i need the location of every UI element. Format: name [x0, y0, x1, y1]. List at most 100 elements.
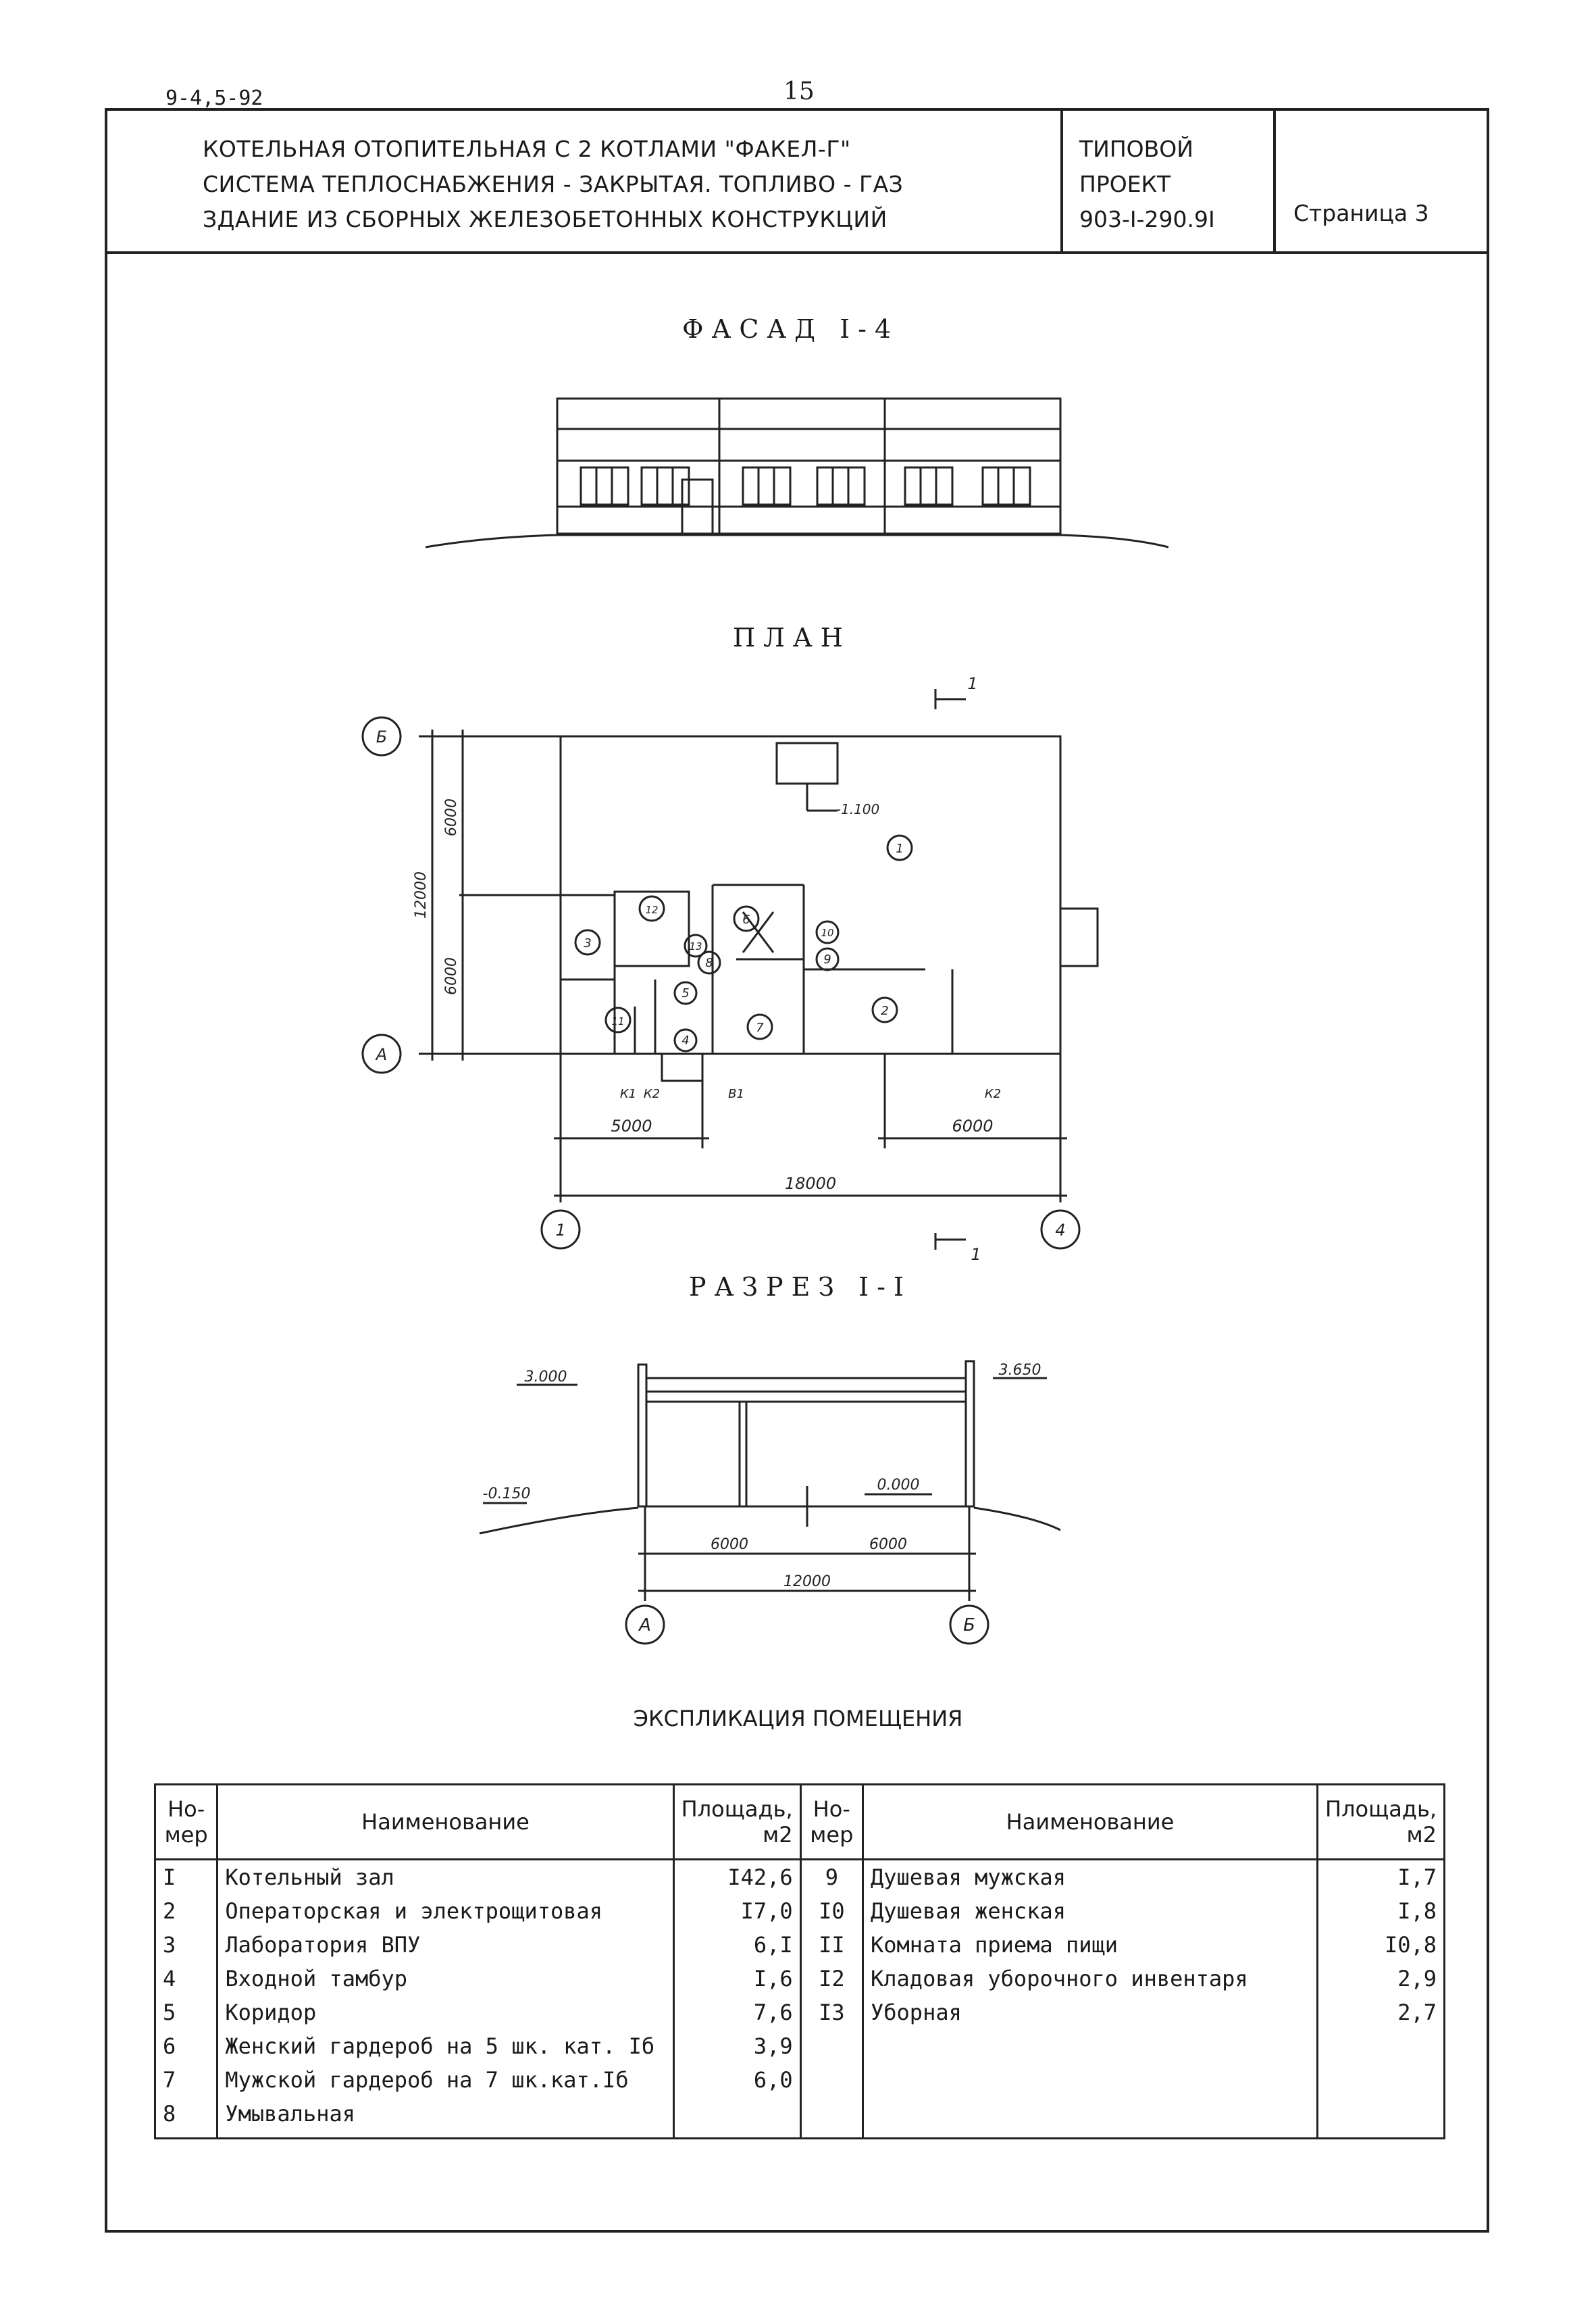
- row-num: 2: [153, 1894, 219, 1928]
- row-area: 6,0: [672, 2063, 802, 2097]
- row-num: I: [153, 1859, 219, 1894]
- plan-drawing: Б А 1 4 1 1 5000 6000 18000 -1.100 К1 К2…: [361, 674, 1099, 1264]
- row-area-2: I0,8: [1316, 1928, 1446, 1962]
- row-num: 3: [153, 1928, 219, 1962]
- row-num-2: I3: [799, 1996, 865, 2029]
- facade-title: ФАСАД I-4: [682, 314, 900, 344]
- room-5: 5: [681, 986, 689, 1000]
- section-drawing: 3.000 3.650 -0.150 0.000 6000 6000 12000…: [479, 1360, 1061, 1645]
- row-area-2: 2,7: [1316, 1996, 1446, 2029]
- level-3000: 3.000: [525, 1369, 567, 1386]
- axis-4-label: 4: [1055, 1221, 1065, 1240]
- row-name: Женский гардероб на 5 шк. кат. Iб: [216, 2029, 675, 2063]
- row-name-2: Уборная: [862, 1996, 1318, 2029]
- row-name: Умывальная: [216, 2097, 675, 2139]
- row-name-2: Кладовая уборочного инвентаря: [862, 1962, 1318, 1996]
- header-area-2: Площадь, м2: [1316, 1783, 1446, 1860]
- row-num: 7: [153, 2063, 219, 2097]
- row-name-2: Душевая женская: [862, 1894, 1318, 1928]
- row-name: Лаборатория ВПУ: [216, 1928, 675, 1962]
- sheet-label: Страница 3: [1293, 200, 1429, 226]
- row-area-2: I,7: [1316, 1859, 1446, 1894]
- row-area: [672, 2097, 802, 2139]
- room-2: 2: [881, 1004, 888, 1018]
- room-12: 12: [645, 904, 658, 916]
- k2-left-label: К2: [644, 1087, 660, 1101]
- room-7: 7: [756, 1021, 764, 1035]
- title-divider-1: [1060, 111, 1063, 254]
- k2-right-label: К2: [985, 1087, 1001, 1101]
- row-num-2: I2: [799, 1962, 865, 1996]
- row-num: 4: [153, 1962, 219, 1996]
- level-floor: 0.000: [877, 1477, 920, 1494]
- row-name: Котельный зал: [216, 1859, 675, 1894]
- header-name: Наименование: [216, 1783, 675, 1860]
- dim-18000: 18000: [785, 1174, 836, 1193]
- table-header-row: Но-мер Наименование Площадь, м2 Но-мер Н…: [153, 1783, 1446, 1860]
- project-line-2: ПРОЕКТ: [1079, 171, 1171, 197]
- row-area: 6,I: [672, 1928, 802, 1962]
- row-num-2: II: [799, 1928, 865, 1962]
- section-dim-total: 12000: [783, 1573, 831, 1590]
- row-num-2: I0: [799, 1894, 865, 1928]
- sheet-frame: [105, 108, 1489, 2233]
- dim-6000-top: 6000: [443, 798, 460, 836]
- section-axis-a: А: [638, 1615, 651, 1635]
- row-name: Коридор: [216, 1996, 675, 2029]
- row-name-2: Душевая мужская: [862, 1859, 1318, 1894]
- section-mark-bottom: 1: [971, 1245, 981, 1264]
- room-1: 1: [896, 842, 903, 856]
- axis-1-label: 1: [555, 1221, 565, 1240]
- project-id: ТИПОВОЙ ПРОЕКТ 903-I-290.9I: [1079, 132, 1215, 237]
- room-6: 6: [742, 913, 750, 927]
- dim-6000-bottom: 6000: [443, 957, 460, 995]
- row-area: 3,9: [672, 2029, 802, 2063]
- room-explication-table: Но-мер Наименование Площадь, м2 Но-мер Н…: [153, 1783, 1446, 2139]
- room-3: 3: [584, 936, 591, 950]
- row-area: I,6: [672, 1962, 802, 1996]
- row-num: 5: [153, 1996, 219, 2029]
- room-8: 8: [705, 956, 713, 970]
- section-mark-top: 1: [967, 674, 977, 693]
- header-num-2: Но-мер: [799, 1783, 865, 1860]
- dim-6000-right: 6000: [952, 1117, 993, 1136]
- row-area: I42,6: [672, 1859, 802, 1894]
- axis-b-label: Б: [376, 728, 387, 746]
- b1-label: В1: [728, 1087, 744, 1101]
- facade-drawing: [425, 397, 1169, 549]
- row-area: I7,0: [672, 1894, 802, 1928]
- row-name: Мужской гардероб на 7 шк.кат.Iб: [216, 2063, 675, 2097]
- project-line-1: ТИПОВОЙ: [1079, 136, 1193, 162]
- title-line-1: КОТЕЛЬНАЯ ОТОПИТЕЛЬНАЯ С 2 КОТЛАМИ "ФАКЕ…: [203, 136, 851, 162]
- project-title: КОТЕЛЬНАЯ ОТОПИТЕЛЬНАЯ С 2 КОТЛАМИ "ФАКЕ…: [203, 132, 903, 237]
- section-axis-b: Б: [963, 1615, 975, 1635]
- table-row: 6 Женский гардероб на 5 шк. кат. Iб 3,9: [153, 2029, 1446, 2063]
- title-line-3: ЗДАНИЕ ИЗ СБОРНЫХ ЖЕЛЕЗОБЕТОННЫХ КОНСТРУ…: [203, 206, 887, 232]
- dim-5000: 5000: [611, 1117, 652, 1136]
- table-row: 5 Коридор 7,6 I3 Уборная 2,7: [153, 1996, 1446, 2029]
- table-row: 7 Мужской гардероб на 7 шк.кат.Iб 6,0: [153, 2063, 1446, 2097]
- room-13: 13: [689, 940, 702, 952]
- row-area-2: 2,9: [1316, 1962, 1446, 1996]
- table-row: I Котельный зал I42,6 9 Душевая мужская …: [153, 1859, 1446, 1894]
- explication-title: ЭКСПЛИКАЦИЯ ПОМЕЩЕНИЯ: [633, 1706, 963, 1731]
- title-block: [107, 111, 1487, 254]
- level-ground: -0.150: [483, 1485, 531, 1502]
- table-row: 3 Лаборатория ВПУ 6,I II Комната приема …: [153, 1928, 1446, 1962]
- header-area: Площадь, м2: [672, 1783, 802, 1860]
- row-area-2: I,8: [1316, 1894, 1446, 1928]
- room-11: 11: [611, 1015, 624, 1027]
- dim-12000: 12000: [413, 871, 430, 919]
- title-divider-2: [1273, 111, 1276, 254]
- row-name-2: Комната приема пищи: [862, 1928, 1318, 1962]
- room-4: 4: [681, 1034, 689, 1048]
- table-row: 8 Умывальная: [153, 2097, 1446, 2139]
- project-line-3: 903-I-290.9I: [1079, 206, 1215, 232]
- section-title: РАЗРЕЗ I-I: [689, 1272, 912, 1302]
- k1-label: К1: [620, 1087, 636, 1101]
- header-num: Но-мер: [153, 1783, 219, 1860]
- row-name: Операторская и электрощитовая: [216, 1894, 675, 1928]
- section-dim-b: 6000: [869, 1536, 907, 1553]
- level-3650: 3.650: [999, 1362, 1041, 1379]
- row-area: 7,6: [672, 1996, 802, 2029]
